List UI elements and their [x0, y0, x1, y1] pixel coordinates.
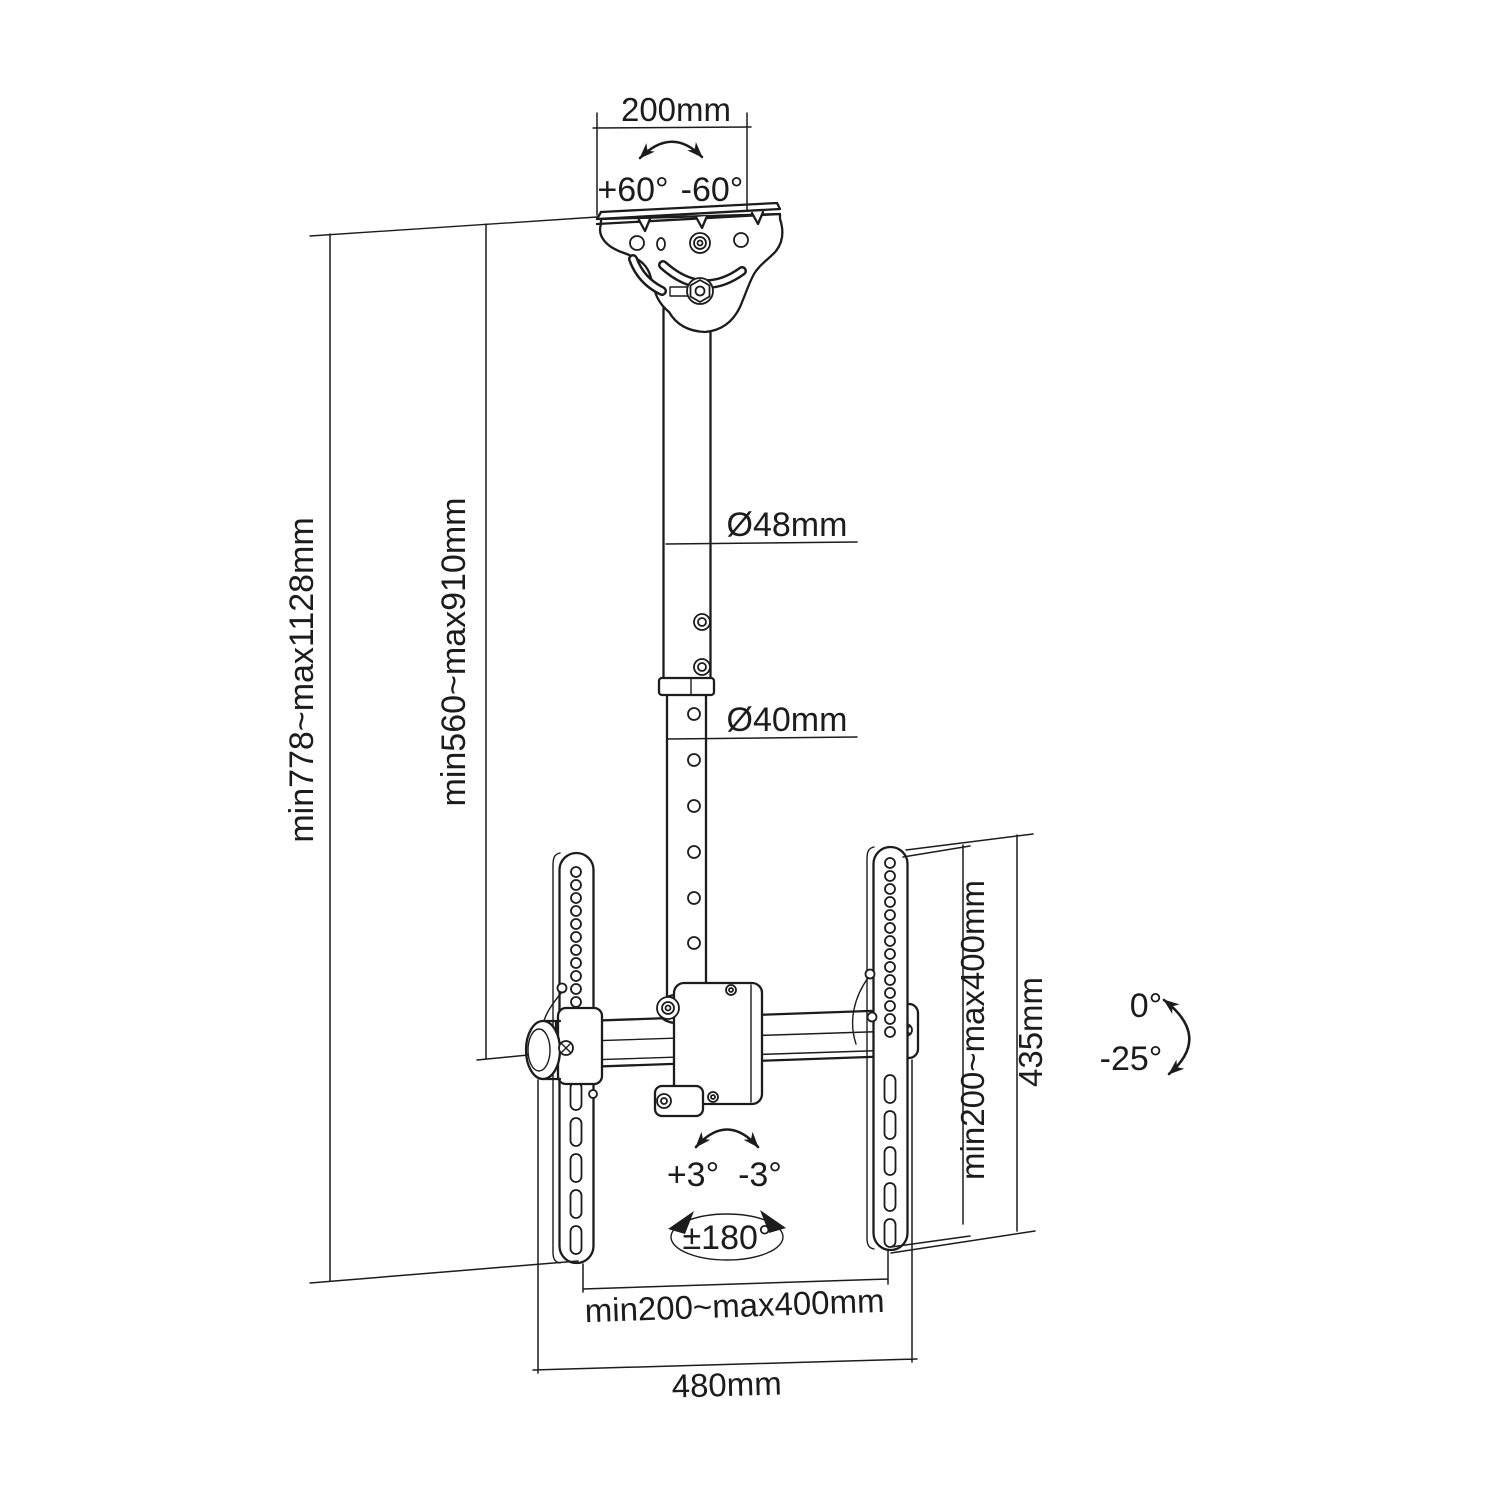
lower-pole-diameter-label: Ø40mm — [727, 701, 848, 739]
fine-tilt-arc-arrow — [694, 1128, 760, 1149]
tilt-arc-arrow — [1162, 998, 1191, 1076]
swivel-arc-arrow — [638, 140, 704, 160]
lower-pole — [665, 693, 708, 1002]
dim-bracket-plate-height: 435mm — [890, 833, 1049, 1254]
ceiling-plate — [595, 201, 782, 226]
swivel-range-annotation: +60° -60° — [597, 140, 744, 209]
crossbar-width-label: 480mm — [671, 1364, 782, 1404]
overall-height-label: min778~max1128mm — [283, 517, 321, 842]
dim-vesa-vertical: min200~max400mm — [890, 844, 991, 1248]
dim-ceiling-plate-width: 200mm — [592, 91, 752, 216]
ceiling-bracket — [595, 201, 784, 334]
fine-tilt-positive-label: +3° — [667, 1156, 719, 1194]
dim-pole-height: min560~max910mm — [435, 223, 529, 1061]
rotation-range-label: ±180° — [683, 1219, 772, 1257]
ceiling-plate-width-label: 200mm — [621, 91, 731, 128]
swivel-negative-label: -60° — [681, 171, 744, 209]
fine-tilt-negative-label: -3° — [738, 1156, 782, 1194]
fine-tilt-annotation: +3° -3° — [667, 1128, 782, 1194]
right-vesa-plate — [851, 845, 909, 1252]
upper-pole — [662, 298, 712, 680]
ceiling-plate-tabs — [637, 210, 765, 233]
bracket-plate-height-label: 435mm — [1012, 977, 1049, 1087]
pole-collar — [657, 676, 716, 697]
vesa-vertical-label: min200~max400mm — [954, 880, 991, 1180]
upper-pole-diameter-label: Ø48mm — [727, 506, 848, 544]
tilt-zero-label: 0° — [1130, 987, 1163, 1025]
ceiling-reference-line — [309, 216, 598, 237]
tilt-range-annotation: 0° -25° — [1100, 987, 1191, 1078]
left-crossbar-clamp — [524, 1006, 604, 1099]
tilt-negative-label: -25° — [1100, 1040, 1163, 1078]
tilt-head-lower-clamp — [653, 1084, 705, 1118]
swivel-positive-label: +60° — [597, 171, 668, 209]
rotation-ellipse-arrow — [670, 1213, 784, 1261]
tilt-head-bracket — [656, 981, 764, 1106]
pole-height-label: min560~max910mm — [435, 498, 473, 807]
dim-lower-pole-diameter: Ø40mm — [667, 701, 858, 740]
dim-upper-pole-diameter: Ø48mm — [665, 506, 858, 545]
dim-crossbar-width: 480mm — [532, 1059, 918, 1405]
dim-overall-height: min778~max1128mm — [283, 233, 579, 1284]
rotation-annotation: ±180° — [668, 1210, 786, 1261]
